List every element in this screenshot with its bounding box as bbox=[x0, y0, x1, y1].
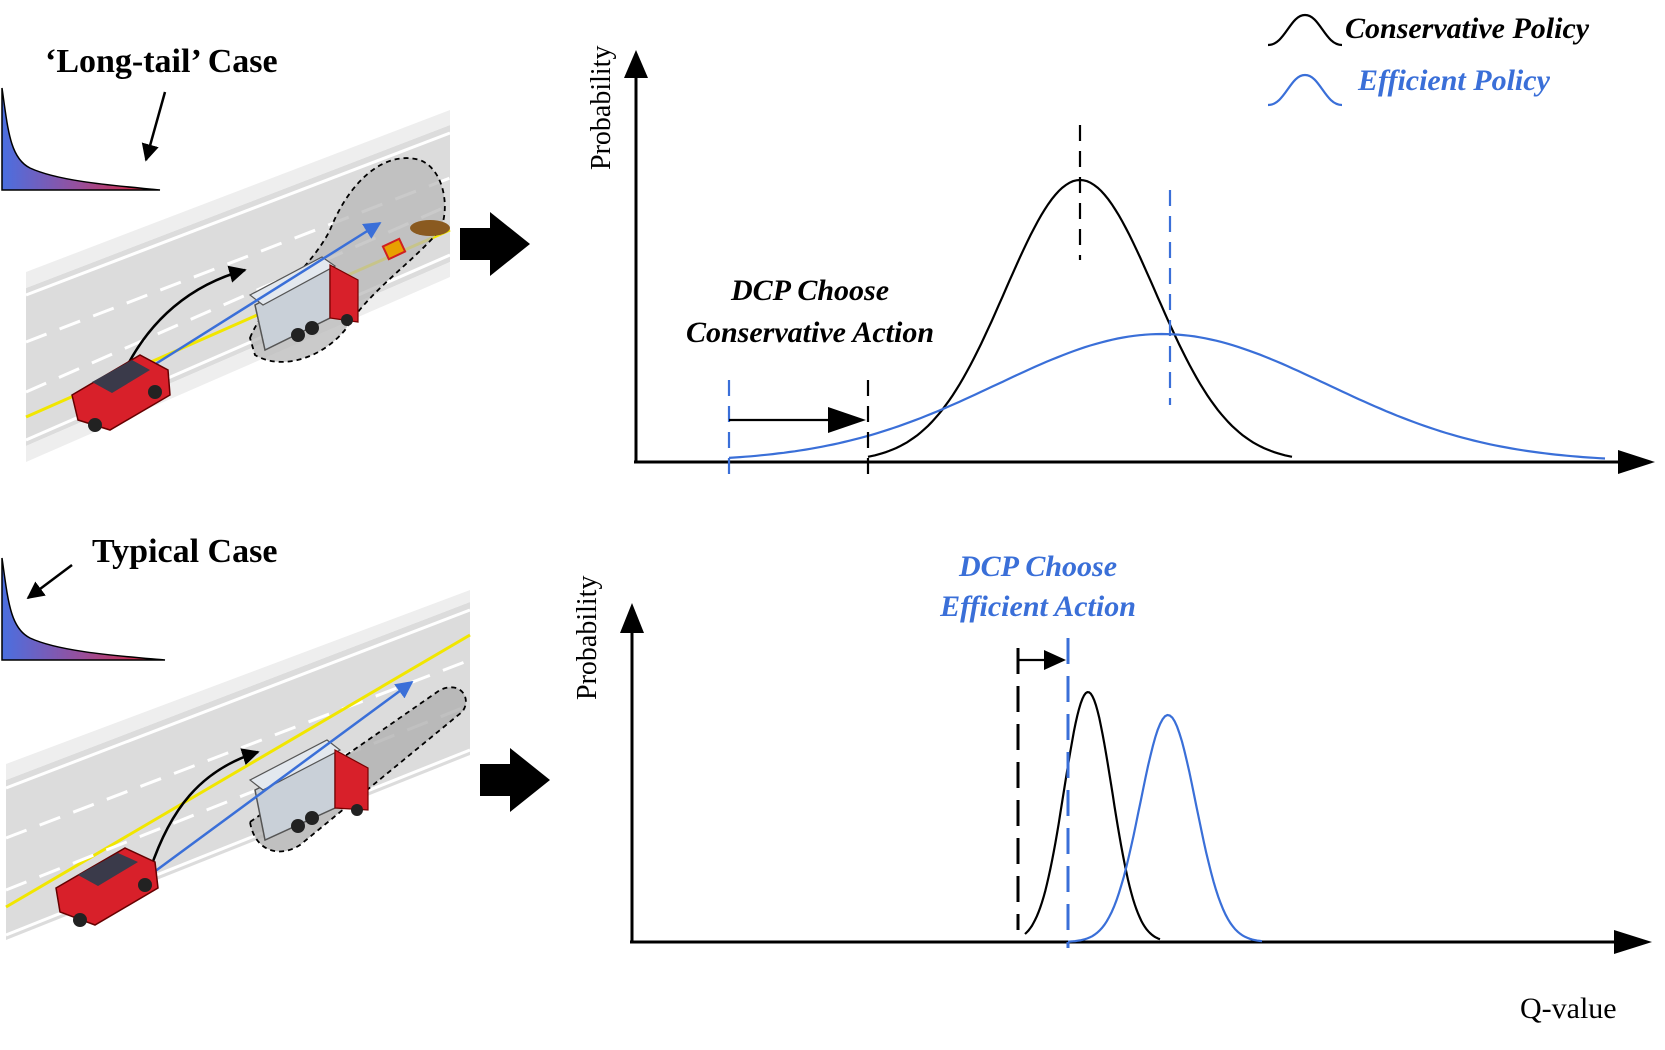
typical-distribution-icon bbox=[1, 557, 166, 661]
y-axis-arrowhead bbox=[624, 50, 648, 78]
x-axis-arrowhead bbox=[1614, 930, 1652, 954]
blue-trajectory bbox=[149, 680, 414, 877]
legend-efficient-icon bbox=[1267, 73, 1343, 107]
shift-arrowhead-icon bbox=[1044, 650, 1066, 670]
long-tail-distribution-icon bbox=[1, 87, 161, 191]
conservative-curve bbox=[1024, 690, 1161, 941]
x-axis-label: Q-value bbox=[1520, 992, 1617, 1025]
top-annotation-line1: DCP Choose bbox=[730, 274, 889, 307]
y-axis-arrowhead bbox=[620, 603, 644, 633]
long-tail-scene: ‘Long-tail’ Case bbox=[1, 43, 530, 462]
bottom-annotation-line1: DCP Choose bbox=[958, 550, 1117, 583]
bottom-plot: Probability DCP Choose Efficient Action bbox=[572, 550, 1652, 954]
pointer-arrow-icon bbox=[26, 564, 73, 600]
efficient-curve bbox=[1067, 713, 1263, 943]
legend-conservative-label: Conservative Policy bbox=[1345, 12, 1590, 45]
truck-icon bbox=[248, 739, 369, 842]
top-annotation-line2: Conservative Action bbox=[686, 316, 934, 349]
efficient-curve bbox=[728, 332, 1606, 460]
y-axis-label: Probability bbox=[572, 576, 603, 700]
car-icon bbox=[55, 847, 159, 927]
blue-trajectory bbox=[129, 221, 382, 382]
truck-icon bbox=[248, 256, 359, 352]
x-axis-arrowhead bbox=[1618, 450, 1655, 474]
right-arrow-icon bbox=[460, 212, 530, 276]
y-axis-label: Probability bbox=[586, 46, 617, 170]
legend-conservative-icon bbox=[1267, 13, 1343, 47]
shift-arrowhead-icon bbox=[828, 407, 866, 433]
right-arrow-icon bbox=[480, 748, 550, 812]
legend-efficient-label: Efficient Policy bbox=[1357, 64, 1551, 97]
typical-title: Typical Case bbox=[92, 533, 277, 570]
top-plot: Probability DCP Choose Conservative Acti… bbox=[586, 46, 1655, 480]
car-icon bbox=[71, 354, 171, 432]
long-tail-title: ‘Long-tail’ Case bbox=[45, 43, 278, 80]
bottom-annotation-line2: Efficient Action bbox=[939, 590, 1136, 623]
pointer-arrow-icon bbox=[141, 91, 167, 162]
black-trajectory bbox=[123, 265, 247, 371]
black-trajectory bbox=[148, 748, 260, 871]
legend: Conservative Policy Efficient Policy bbox=[1267, 12, 1590, 107]
roadblock-icon bbox=[381, 220, 450, 261]
typical-scene: Typical Case bbox=[1, 533, 550, 940]
